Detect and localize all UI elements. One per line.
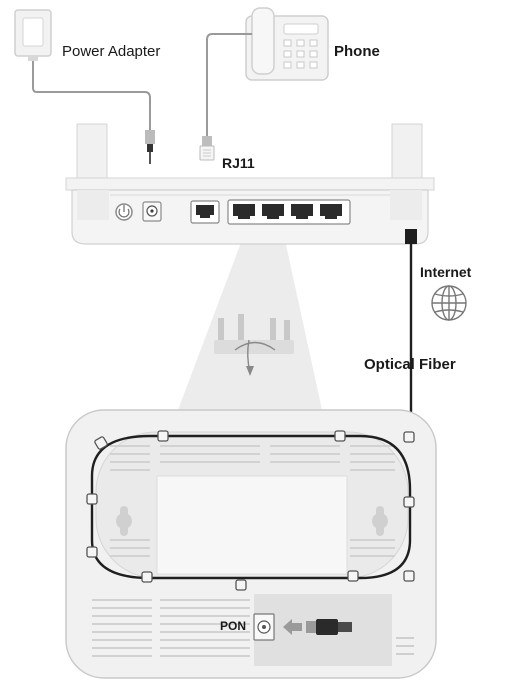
internet-label: Internet: [420, 264, 472, 280]
phone-cable: [206, 33, 252, 136]
power-adapter-label: Power Adapter: [62, 43, 161, 60]
pon-label: PON: [220, 619, 247, 633]
router-rear: [65, 123, 435, 245]
power-plug: [145, 130, 155, 164]
lan-port-1: [233, 204, 255, 219]
phone-label: Phone: [334, 43, 380, 60]
lan-ports: [227, 199, 351, 225]
optical-fiber-label: Optical Fiber: [364, 356, 456, 373]
lan-port-4: [320, 204, 342, 219]
insert-arrow-icon: [283, 619, 302, 635]
rj11-label: RJ11: [222, 155, 255, 171]
fiber-port: [405, 229, 417, 244]
power-cable: [32, 61, 151, 130]
rj11-plug: [199, 136, 215, 161]
power-adapter-icon: [14, 9, 52, 61]
dc-power-port: [142, 201, 162, 222]
globe-icon: [431, 285, 467, 321]
lan-port-3: [291, 204, 313, 219]
zoom-projection-beam: [178, 240, 322, 410]
pon-port: [253, 613, 275, 641]
wall-mount-hole-left: [116, 506, 132, 536]
fiber-cable-routing: [90, 434, 412, 580]
wall-mount-hole-right: [372, 506, 388, 536]
rj11-port: [190, 200, 220, 224]
fiber-connector: [306, 619, 352, 635]
lan-port-2: [262, 204, 284, 219]
power-button-icon: [115, 203, 133, 221]
telephone-icon: [245, 7, 329, 81]
router-underside: [65, 409, 437, 679]
rotate-router-icon: [214, 314, 294, 376]
cable-clips: [86, 430, 415, 591]
